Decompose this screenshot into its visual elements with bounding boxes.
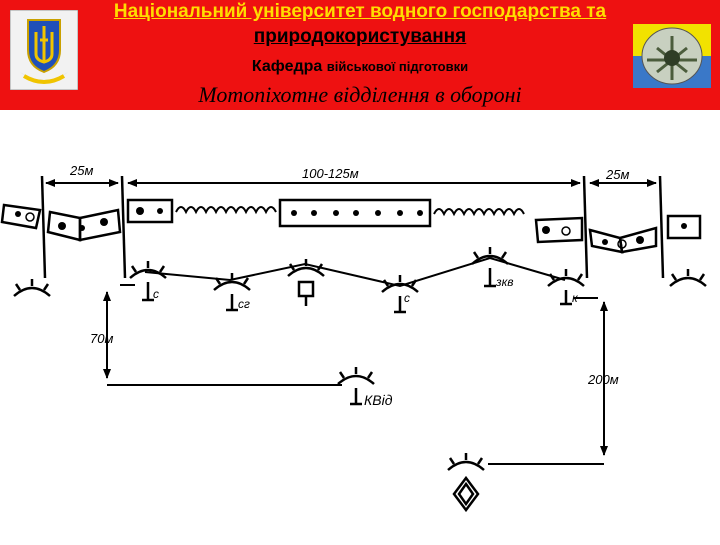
position-symbol-k — [547, 269, 585, 306]
minefield-center-left — [126, 198, 174, 224]
label-depth-70: 70м — [90, 331, 113, 346]
label-depth-200: 200м — [587, 372, 619, 387]
label-c2: с — [404, 291, 410, 305]
minefield-right-d — [666, 214, 702, 240]
minefield-right-a — [534, 216, 584, 244]
label-c1: с — [153, 287, 159, 301]
university-title-line2: природокористування — [253, 26, 467, 47]
boundary-line-right-inner — [582, 175, 589, 279]
minefield-center — [278, 198, 432, 228]
label-k: к — [572, 291, 579, 305]
position-symbol-commander-center — [287, 259, 325, 306]
label-dim-center: 100-125м — [302, 166, 359, 181]
defense-diagram: 25м 100-125м 25м 70м 200м с сг с зкв к К… — [0, 110, 720, 540]
department-title: Кафедра військової підготовки — [0, 56, 720, 78]
boundary-line-left-outer — [40, 175, 47, 279]
boundary-line-right-outer — [658, 175, 665, 279]
position-symbol-zkv — [471, 247, 509, 288]
department-name: військової підготовки — [326, 59, 469, 74]
minefield-left-a — [0, 203, 42, 230]
label-cg: сг — [238, 297, 250, 311]
position-symbol-right-edge — [669, 269, 707, 287]
position-symbol-vehicle — [447, 453, 485, 513]
label-dim-right: 25м — [605, 167, 629, 182]
department-prefix: Кафедра — [251, 58, 323, 75]
position-symbol-kvid — [337, 367, 375, 406]
position-symbol-c2 — [381, 275, 419, 314]
position-symbol-left-edge — [13, 279, 51, 297]
label-kvid: КВід — [364, 392, 393, 408]
header-band: Національний університет водного господа… — [0, 0, 720, 110]
wire-obstacle-right — [433, 208, 525, 217]
boundary-line-left-inner — [120, 175, 127, 279]
slide-title: Мотопіхотне відділення в обороні — [198, 82, 522, 107]
military-emblem-icon — [633, 24, 711, 88]
position-symbol-c1 — [129, 261, 167, 302]
minefield-left-c — [78, 208, 122, 242]
label-dim-left: 25м — [69, 163, 93, 178]
university-title-line1: Національний університет водного господа… — [113, 1, 607, 22]
wire-obstacle-left — [175, 206, 277, 215]
label-zkv: зкв — [495, 275, 514, 289]
coat-of-arms-icon — [9, 9, 79, 91]
position-symbol-cg — [213, 273, 251, 312]
